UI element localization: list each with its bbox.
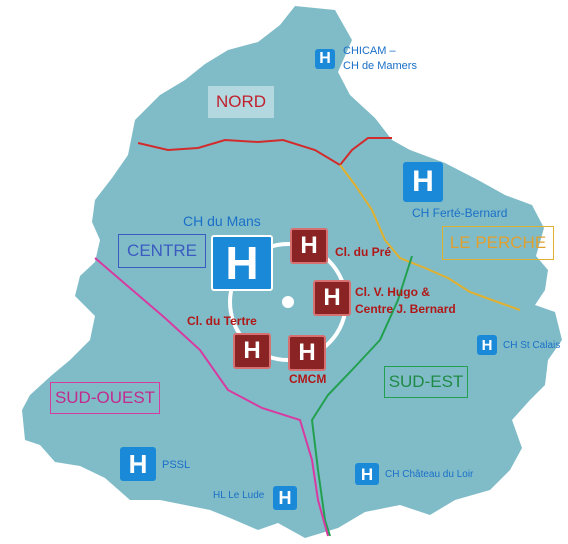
label-ch-ferte-bernard: CH Ferté-Bernard (412, 206, 508, 220)
clinic-icon-cmcm: H (288, 335, 326, 371)
label-cl-du-tertre: Cl. du Tertre (187, 314, 257, 328)
label-hl-le-lude: HL Le Lude (213, 490, 265, 501)
clinic-icon-cl-du-pre: H (290, 228, 328, 264)
hospital-icon-ch-st-calais: H (477, 335, 497, 355)
border-le-perche (339, 164, 521, 311)
hospital-icon-ch-ferte-bernard: H (403, 162, 443, 202)
zone-label-centre: CENTRE (118, 234, 206, 268)
label-cl-v-hugo-line1: Cl. V. Hugo & (355, 285, 430, 299)
border-nord-east (339, 137, 392, 166)
zone-label-sud-ouest: SUD-OUEST (50, 382, 160, 414)
hospital-icon-pssl: H (120, 447, 156, 481)
label-cmcm: CMCM (289, 372, 327, 386)
border-sud-est (310, 255, 413, 537)
label-pssl: PSSL (162, 459, 191, 471)
zone-label-nord: NORD (208, 86, 274, 118)
le-mans-center-dot (282, 296, 294, 308)
border-sud-ouest (94, 257, 329, 537)
zone-label-le-perche: LE PERCHE (442, 226, 554, 260)
border-nord (137, 138, 341, 166)
territory-area (22, 6, 562, 538)
label-chicam-line1: CHICAM – (343, 45, 396, 57)
label-cl-du-pre: Cl. du Pré (335, 245, 392, 259)
zone-label-sud-est: SUD-EST (384, 366, 468, 398)
clinic-icon-cl-v-hugo: H (313, 280, 351, 316)
hospital-icon-ch-chateau-du-loir: H (355, 463, 379, 485)
clinic-icon-cl-du-tertre: H (233, 333, 271, 369)
label-ch-du-mans: CH du Mans (183, 213, 261, 229)
hospital-icon-hl-le-lude: H (273, 486, 297, 510)
label-ch-chateau-du-loir: CH Château du Loir (385, 469, 474, 480)
label-ch-st-calais: CH St Calais (503, 340, 561, 351)
hospital-icon-ch-du-mans: H (211, 235, 273, 291)
label-chicam-line2: CH de Mamers (343, 60, 417, 72)
hospital-icon-chicam: H (315, 49, 335, 69)
label-cl-v-hugo-line2: Centre J. Bernard (355, 302, 456, 316)
